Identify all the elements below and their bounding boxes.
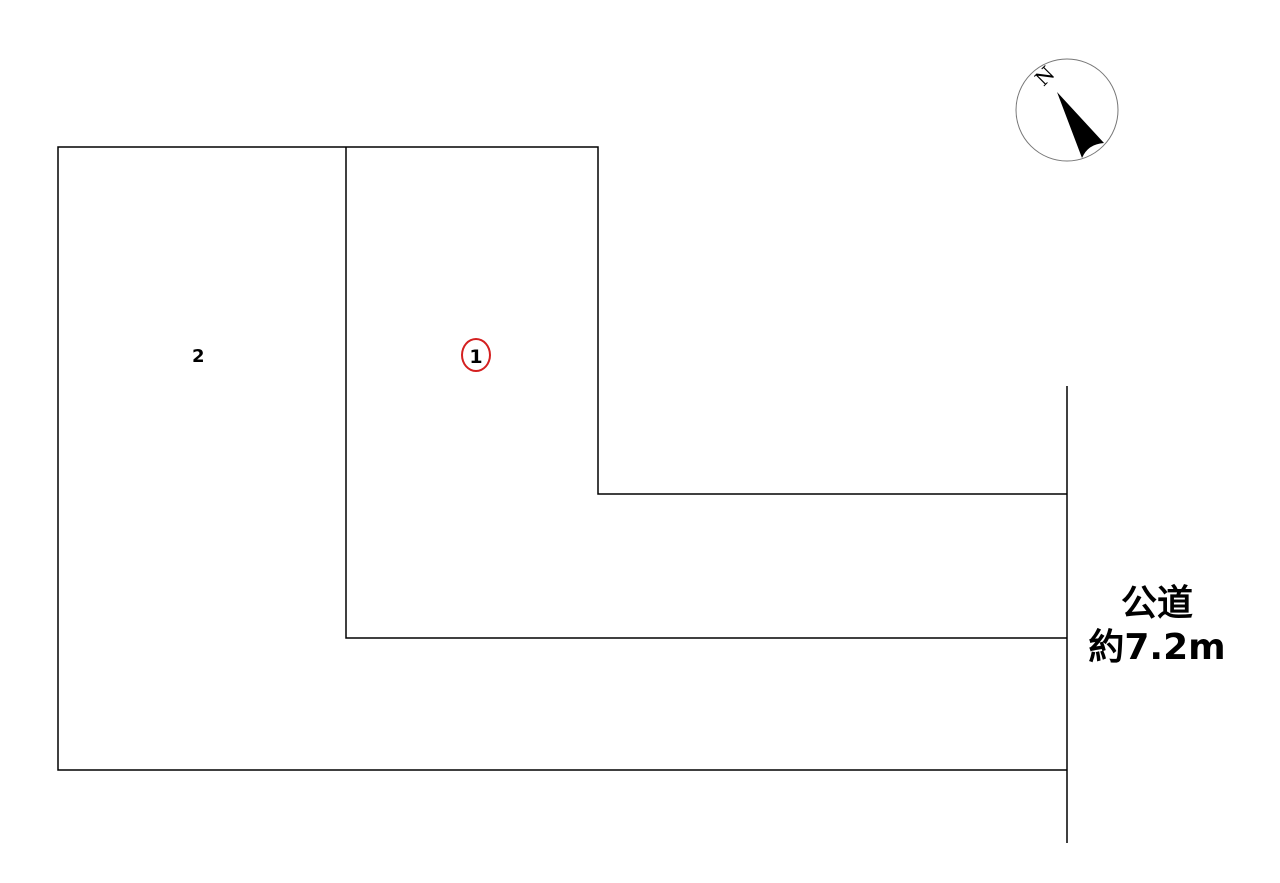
lot-1-boundary (346, 146, 1067, 495)
road-width: 約7.2m (1088, 627, 1226, 668)
compass (1015, 58, 1119, 162)
lot-2-boundary (57, 146, 1067, 771)
compass-circle (1015, 58, 1119, 162)
road-label: 公道 約7.2m (1082, 582, 1232, 670)
lot-1-label: 1 (461, 338, 491, 372)
lot-2-label: 2 (192, 346, 205, 367)
north-arrow-icon (1057, 92, 1104, 158)
lot-divider (345, 147, 1067, 639)
road-name: 公道 (1120, 583, 1193, 624)
